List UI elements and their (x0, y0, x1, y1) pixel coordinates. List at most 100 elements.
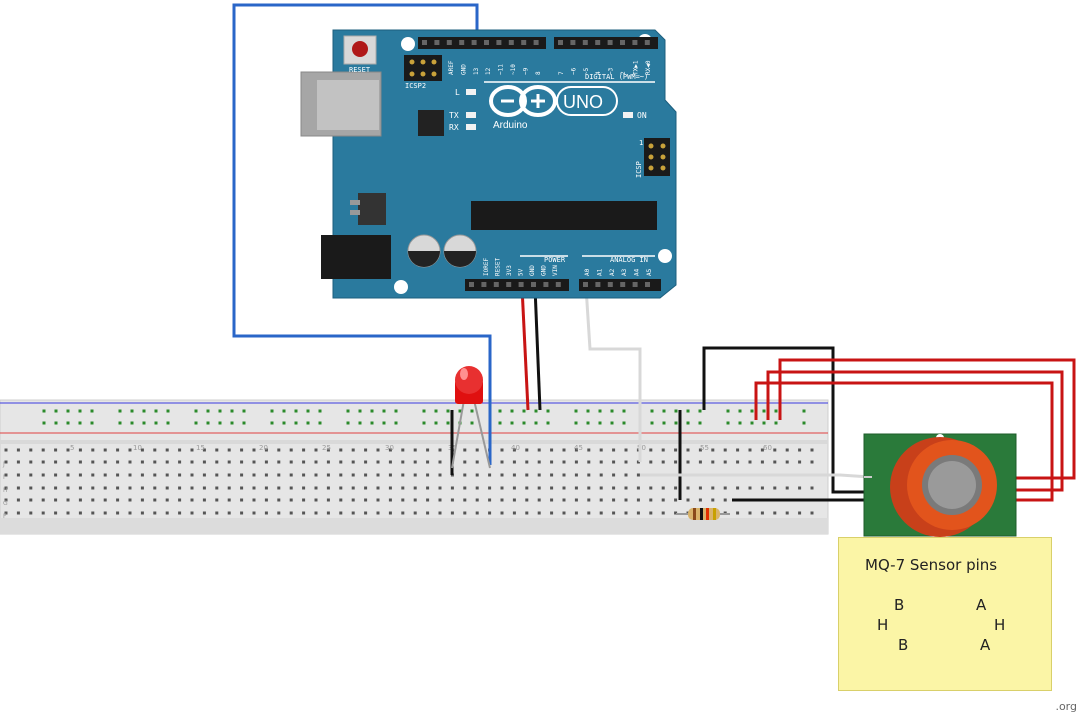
breadboard-hole (488, 498, 492, 502)
breadboard-hole (698, 498, 702, 502)
breadboard-hole (165, 511, 169, 515)
breadboard-hole (426, 486, 430, 490)
breadboard-hole (277, 486, 281, 490)
breadboard-hole (215, 511, 219, 515)
breadboard-hole (16, 448, 20, 452)
breadboard-hole (41, 473, 45, 477)
mq7-sensor (863, 433, 1017, 537)
rail-hole (194, 409, 198, 413)
breadboard-hole (140, 486, 144, 490)
breadboard-hole (562, 460, 566, 464)
breadboard-hole (54, 460, 58, 464)
breadboard-hole (401, 486, 405, 490)
wire-red-sensor-2 (766, 370, 1064, 492)
breadboard-hole (78, 448, 82, 452)
breadboard-hole (649, 498, 653, 502)
header-pin (632, 40, 638, 45)
breadboard-hole (364, 448, 368, 452)
breadboard-hole (463, 473, 467, 477)
breadboard-hole (661, 460, 665, 464)
breadboard-hole (686, 486, 690, 490)
breadboard-hole (413, 448, 417, 452)
resistor (676, 508, 730, 520)
breadboard-hole (351, 486, 355, 490)
breadboard-hole (550, 460, 554, 464)
breadboard-hole (612, 511, 616, 515)
breadboard-hole (624, 511, 628, 515)
icsp-label: ICSP (635, 161, 643, 178)
breadboard-hole (289, 460, 293, 464)
breadboard-hole (562, 498, 566, 502)
breadboard-hole (364, 473, 368, 477)
analog-pin-label: A5 (646, 268, 653, 276)
breadboard-hole (599, 486, 603, 490)
rail-hole (598, 421, 602, 425)
header-pin (493, 282, 499, 287)
breadboard-hole (636, 460, 640, 464)
breadboard-hole (54, 498, 58, 502)
breadboard-hole (661, 498, 665, 502)
breadboard-hole (364, 511, 368, 515)
breadboard-hole (512, 473, 516, 477)
analog-pin-label: A0 (584, 268, 591, 276)
breadboard-hole (537, 473, 541, 477)
rail-hole (586, 421, 590, 425)
breadboard-hole (252, 486, 256, 490)
column-number: 20 (259, 444, 268, 452)
rail-hole (154, 409, 158, 413)
breadboard-hole (54, 448, 58, 452)
breadboard-hole (612, 486, 616, 490)
breadboard-hole (252, 473, 256, 477)
rx-label: RX (449, 123, 459, 132)
breadboard-hole (537, 486, 541, 490)
breadboard-hole (500, 473, 504, 477)
rail-hole (346, 421, 350, 425)
breadboard-hole (165, 448, 169, 452)
breadboard-hole (215, 473, 219, 477)
breadboard-hole (711, 486, 715, 490)
breadboard-hole (798, 460, 802, 464)
breadboard-hole (475, 498, 479, 502)
breadboard-holes (4, 448, 814, 515)
breadboard-hole (587, 448, 591, 452)
breadboard-hole (463, 498, 467, 502)
breadboard-hole (339, 473, 343, 477)
header-pin (644, 40, 650, 45)
header-pin (607, 282, 613, 287)
breadboard-hole (91, 448, 95, 452)
rail-hole (662, 409, 666, 413)
column-number: 15 (196, 444, 205, 452)
rail-hole (458, 409, 462, 413)
header-pin (645, 282, 650, 287)
breadboard-hole (674, 448, 678, 452)
breadboard-hole (153, 448, 157, 452)
breadboard-hole (624, 460, 628, 464)
breadboard-hole (525, 486, 529, 490)
wire-red-sensor-1 (754, 381, 1054, 502)
breadboard-hole (302, 448, 306, 452)
rail-hole (218, 421, 222, 425)
rail-hole (346, 409, 350, 413)
breadboard-hole (289, 511, 293, 515)
dc-jack (321, 235, 391, 279)
breadboard-hole (78, 498, 82, 502)
breadboard-hole (128, 473, 132, 477)
breadboard-hole (215, 448, 219, 452)
breadboard-hole (525, 473, 529, 477)
breadboard-hole (289, 498, 293, 502)
breadboard-hole (202, 448, 206, 452)
rail-hole (574, 409, 578, 413)
atmega-chip (471, 201, 657, 230)
breadboard-hole (649, 460, 653, 464)
breadboard-hole (698, 448, 702, 452)
led-l (466, 89, 476, 95)
digital-pin-label: 7 (558, 71, 565, 75)
breadboard-hole (227, 498, 231, 502)
breadboard-hole (438, 511, 442, 515)
breadboard-hole (599, 511, 603, 515)
rail-hole (166, 421, 170, 425)
icsp2-header (404, 55, 442, 81)
voltage-regulator (358, 193, 386, 225)
